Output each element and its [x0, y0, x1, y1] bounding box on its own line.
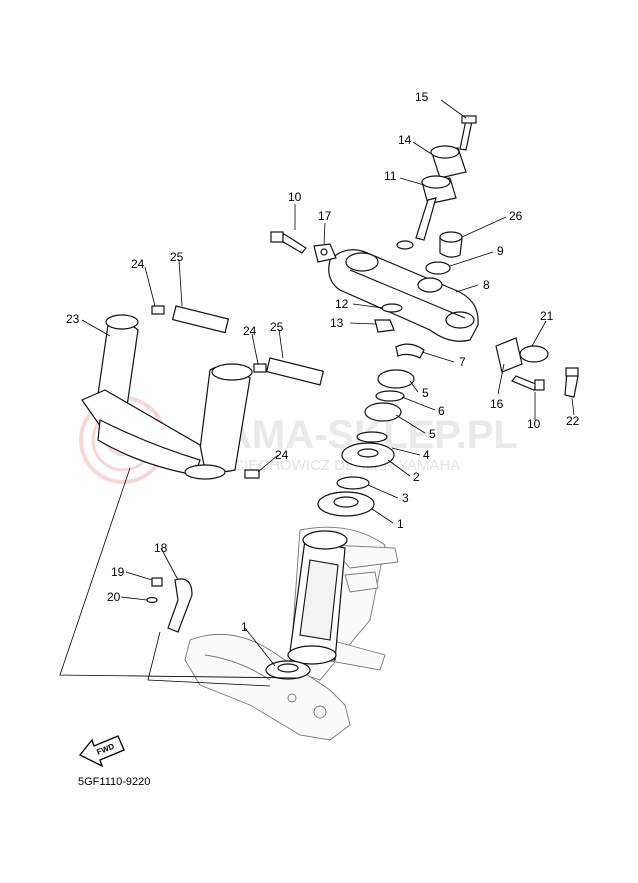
- watermark-sub-text: WOJCIECHOWICZ DEALER YAMAHA: [200, 457, 460, 474]
- callout-11: 11: [384, 169, 397, 183]
- rubber-pads: [151, 305, 325, 479]
- frame-head-pipe: [184, 526, 399, 741]
- callout-26: 26: [509, 209, 523, 223]
- forward-arrow-icon: FWD: [78, 735, 125, 768]
- callout-3: 3: [402, 491, 409, 505]
- callout-4: 4: [423, 448, 430, 462]
- fork-cover-assembly: [81, 314, 253, 480]
- callout-5: 5: [422, 386, 429, 400]
- callout-14: 14: [398, 133, 412, 147]
- callout-9: 9: [497, 244, 504, 258]
- callout-1b: 1: [241, 620, 248, 634]
- upper-bracket: [328, 240, 479, 342]
- callout-19: 19: [111, 565, 125, 579]
- callout-8: 8: [483, 278, 490, 292]
- right-bracket: [495, 337, 579, 398]
- callout-16: 16: [490, 397, 504, 411]
- callout-6: 6: [438, 404, 445, 418]
- callout-25b: 25: [270, 320, 284, 334]
- callout-13: 13: [330, 316, 344, 330]
- callout-24c: 24: [275, 448, 289, 462]
- callout-25: 25: [170, 250, 184, 264]
- bracket-bolt: [270, 231, 337, 263]
- catalog-number: 5GF1110-9220: [78, 776, 151, 788]
- callout-12: 12: [335, 297, 349, 311]
- callout-17: 17: [318, 209, 332, 223]
- callout-24: 24: [131, 257, 145, 271]
- callout-21: 21: [540, 309, 554, 323]
- bearing-stack: [317, 369, 415, 517]
- callout-1: 1: [397, 517, 404, 531]
- callout-5b: 5: [429, 427, 436, 441]
- callout-23: 23: [66, 312, 80, 326]
- lower-bearing: [265, 660, 311, 680]
- callout-20: 20: [107, 590, 121, 604]
- handlebar-holders: [415, 115, 477, 241]
- callout-22: 22: [566, 414, 580, 428]
- callout-15: 15: [415, 90, 429, 104]
- callout-10: 10: [288, 190, 302, 204]
- callout-labels: 15 14 11 10 17 26 9 8 24 25 23 12 13 24 …: [66, 90, 580, 634]
- steering-stem: [287, 530, 348, 665]
- lock-washer: [395, 343, 425, 359]
- washer-nut-12-13: [374, 303, 403, 333]
- callout-24b: 24: [243, 324, 257, 338]
- callout-18: 18: [154, 541, 168, 555]
- callout-10b: 10: [527, 417, 541, 431]
- callout-2: 2: [413, 470, 420, 484]
- callout-7: 7: [459, 355, 466, 369]
- leader-lines: [59, 99, 575, 687]
- lower-bracket: [146, 577, 193, 633]
- cap-and-nut: [425, 231, 463, 275]
